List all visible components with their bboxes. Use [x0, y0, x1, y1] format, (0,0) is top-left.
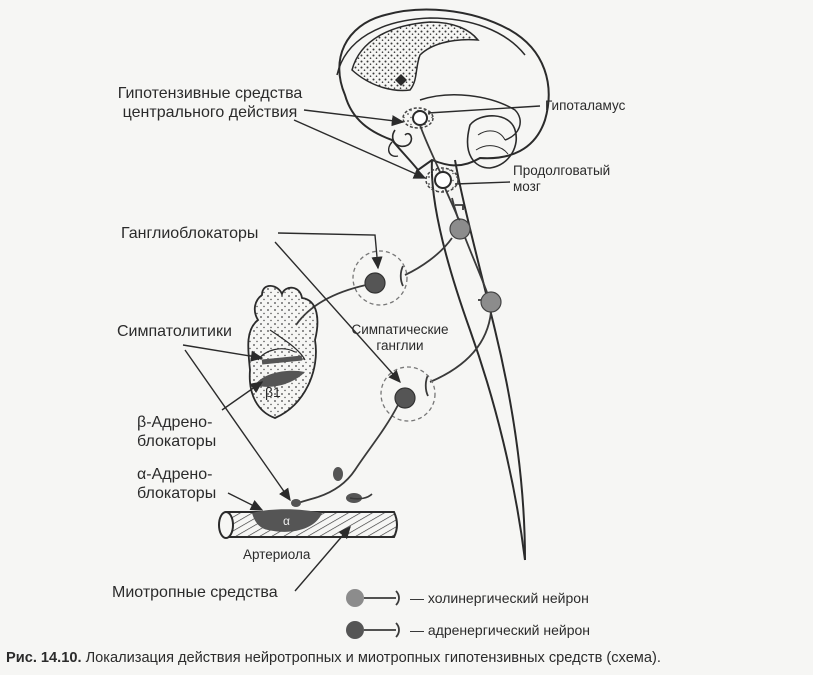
beta1-receptor-zone: [255, 370, 305, 387]
label-hypothalamus: Гипоталамус: [545, 98, 626, 113]
label-alpha-receptor: α: [283, 514, 290, 528]
heart: [247, 284, 319, 419]
label-beta-blockers: β-Адрено- блокаторы: [137, 414, 217, 450]
legend-cholinergic-text: — холинергический нейрон: [410, 590, 589, 606]
label-sympatholytics: Симпатолитики: [117, 323, 232, 340]
arrow-central-medulla: [293, 119, 427, 179]
label-central-line2: центрального действия: [122, 104, 298, 121]
ventricle-region: [351, 21, 480, 92]
arrow-ganglioblocker-upper: [277, 232, 383, 270]
arrow-myotropic: [294, 525, 351, 592]
legend-cholinergic-symbol: [346, 589, 400, 607]
label-medulla: Продолговатый мозг: [513, 163, 611, 194]
arrow-alpha-blocker: [227, 492, 264, 511]
brain: [336, 8, 550, 172]
arteriole: [218, 509, 398, 539]
arrow-ganglioblocker-lower: [274, 241, 401, 384]
cerebellum: [466, 115, 517, 169]
legend-adrenergic-symbol: [346, 621, 400, 639]
arrow-sympatholytic-arteriole: [184, 349, 291, 502]
arrow-sympatholytic-heart: [182, 344, 264, 362]
preganglionic-neuron-upper: [449, 218, 471, 240]
caption-prefix: Рис. 14.10.: [6, 650, 82, 666]
arrow-beta-blocker: [221, 381, 264, 411]
label-beta-receptor: β1: [265, 384, 281, 400]
label-myotropic: Миотропные средства: [112, 584, 278, 601]
legend-adrenergic-text: — адренергический нейрон: [410, 622, 591, 638]
label-ganglioblockers: Ганглиоблокаторы: [121, 225, 259, 242]
sympathetic-ganglion-upper: [352, 250, 408, 306]
label-arteriole: Артериола: [243, 547, 311, 562]
spinal-cord: [430, 159, 526, 561]
hypothalamus-site: [402, 107, 434, 129]
caption-text: Локализация действия нейротропных и миот…: [81, 650, 661, 666]
figure-caption: Рис. 14.10. Локализация действия нейротр…: [6, 650, 661, 666]
preganglionic-neuron-lower: [480, 291, 502, 313]
label-sympathetic-ganglia: Симпатические ганглии: [351, 322, 449, 353]
alpha-receptor-zone: [252, 509, 322, 532]
sympathetic-ganglion-lower: [380, 366, 436, 422]
medulla-site: [425, 167, 459, 193]
label-central-line1: Гипотензивные средства: [117, 85, 303, 102]
label-alpha-blockers: α-Адрено- блокаторы: [137, 466, 217, 502]
arrow-central-hypothalamus: [303, 109, 405, 127]
label-central-drugs: Гипотензивные средства центрального дейс…: [110, 84, 310, 122]
